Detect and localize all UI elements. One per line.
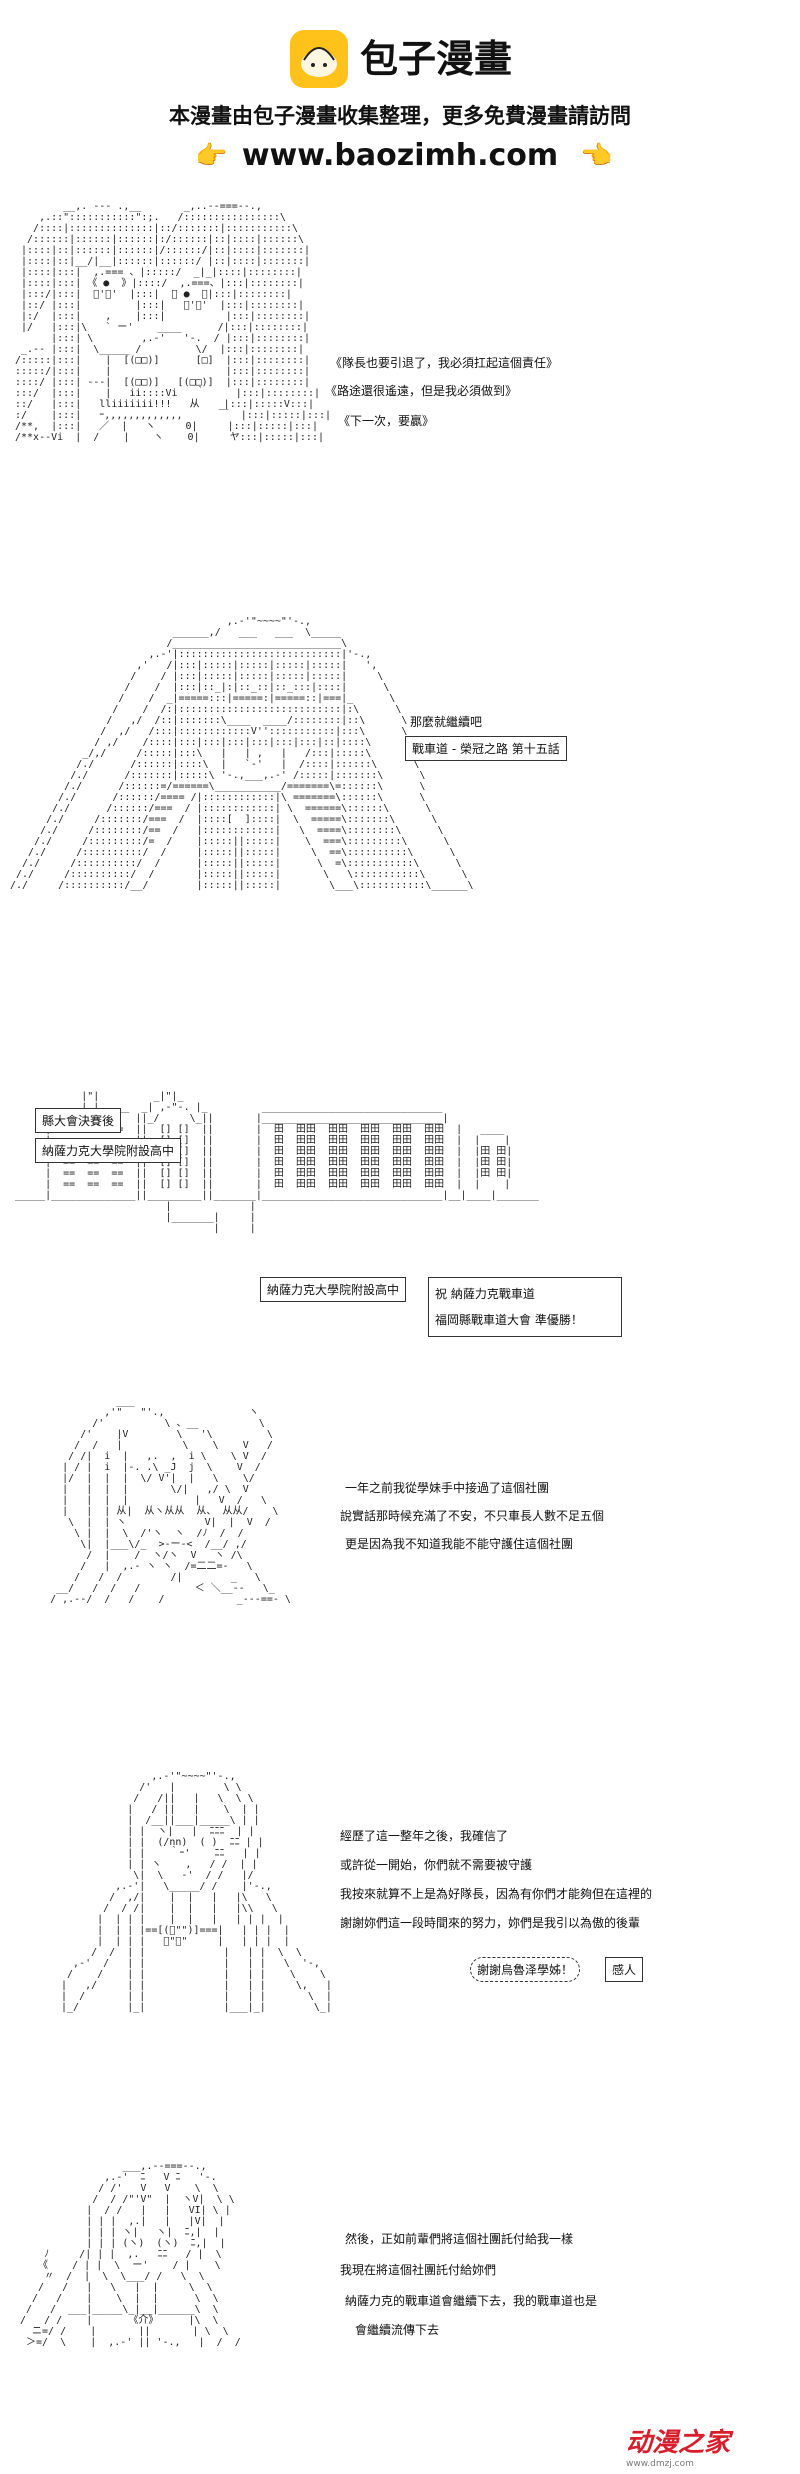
monologue-line: 我現在將這個社團託付給妳們 <box>340 2263 497 2277</box>
monologue-line: 經歷了這一整年之後，我確信了 <box>340 1829 509 1843</box>
site-name: 包子漫畫 <box>360 37 513 81</box>
monologue-line: 更是因為我不知道我能不能守護住這個社團 <box>345 1537 574 1551</box>
dmzj-watermark: 动漫之家 www.dmzj.com <box>626 2422 786 2469</box>
school-gate-sign: 納薩力克大學院附設高中 <box>260 1277 407 1302</box>
celebration-banner: 祝 納薩力克戰車道 福岡縣戰車道大會 準優勝！ <box>428 1277 622 1337</box>
speech-bubble: 那麼就繼續吧 <box>410 715 483 729</box>
caption-box: 縣大會決賽後 <box>35 1108 122 1133</box>
tagline: 本漫畫由包子漫畫收集整理，更多免費漫畫請訪問 <box>169 104 631 128</box>
character-ascii-art: ,.-'"~~~~"'-., /' | \ \ / /|| | \ \ \ | … <box>61 1771 332 2013</box>
character-ascii-art: ___ ,'" "'., ヽ /' \ 、__ \ /' |V \ '\ \ /… <box>50 1396 291 1605</box>
monologue-line: 然後，正如前輩們將這個社團託付給我一樣 <box>345 2232 574 2246</box>
site-header: 包子漫畫 本漫畫由包子漫畫收集整理，更多免費漫畫請訪問 👉 www.baozim… <box>0 0 800 175</box>
bun-logo-icon <box>290 30 348 88</box>
banner-line: 祝 納薩力克戰車道 <box>435 1287 535 1301</box>
site-url-link[interactable]: www.baozimh.com <box>241 138 559 173</box>
monologue-line: 一年之前我從學妹手中接過了這個社團 <box>345 1481 550 1495</box>
shout-bubble: 謝謝烏魯泽學姊！ <box>470 1957 581 1982</box>
monologue-line: 謝謝妳們這一段時間來的努力，妳們是我引以為傲的後輩 <box>340 1916 641 1930</box>
narration-line: 《下一次，要贏》 <box>338 414 435 428</box>
chapter-title-box: 戰車道 - 榮冠之路 第十五話 <box>405 736 567 761</box>
character-ascii-art: ,.-'"~~~~"'-., ______,/ ___ ___ \_____ /… <box>10 616 474 891</box>
monologue-line: 或許從一開始，你們就不需要被守護 <box>340 1858 533 1872</box>
monologue-line: 納薩力克的戰車道會繼續下去，我的戰車道也是 <box>345 2294 598 2308</box>
pointing-hand-icon: 👈 <box>580 141 613 171</box>
character-ascii-art: __,. --- .,__ _,..--===--., ,.::":::::::… <box>15 201 332 443</box>
narration-line: 《隊長也要引退了，我必須扛起這個責任》 <box>330 356 559 370</box>
monologue-line: 我按來就算不上是為好隊長，因為有你們才能夠但在這裡的 <box>340 1887 653 1901</box>
caption-box: 納薩力克大學院附設高中 <box>35 1138 182 1163</box>
character-ascii-art: ___,.--===--., ,.-' ﾆ V ﾆ '-. / /' V V \… <box>20 2161 241 2348</box>
watermark-text: 动漫之家 <box>626 2428 731 2458</box>
monologue-line: 說實話那時候充滿了不安，不只車長人數不足五個 <box>340 1509 605 1523</box>
shout-bubble: 感人 <box>605 1957 644 1982</box>
banner-line: 福岡縣戰車道大會 準優勝！ <box>435 1313 583 1327</box>
pointing-hand-icon: 👉 <box>195 141 228 171</box>
monologue-line: 會繼續流傳下去 <box>355 2323 440 2337</box>
watermark-url: www.dmzj.com <box>626 2459 694 2469</box>
narration-line: 《路途還很遙遠，但是我必須做到》 <box>325 384 518 398</box>
